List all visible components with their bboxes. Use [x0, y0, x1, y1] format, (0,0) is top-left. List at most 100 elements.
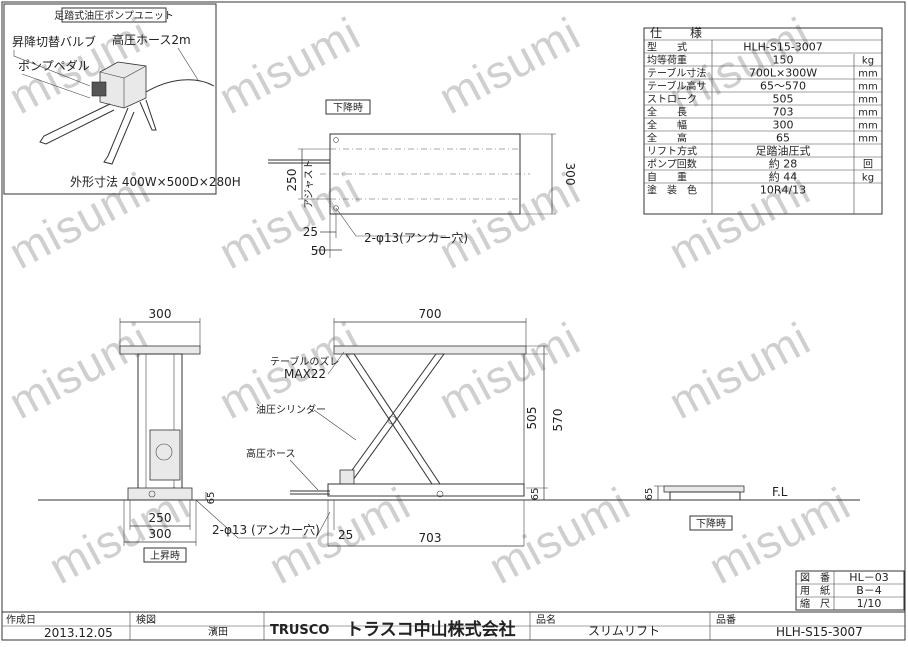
hose-stub — [268, 159, 330, 164]
pedal-leader — [21, 73, 91, 99]
pedal-label: ポンプペダル — [18, 58, 90, 73]
handle-left — [39, 103, 115, 145]
spec-row-value: HLH-S15-3007 — [743, 41, 823, 54]
title-block-value: 1/10 — [857, 597, 882, 610]
title-block-value: HL－03 — [849, 571, 888, 584]
spec-row-value: 65～570 — [760, 80, 806, 93]
side-dim-700: 700 — [419, 307, 442, 321]
spec-row-value: 703 — [773, 106, 794, 119]
spec-row-label: 型 式 — [647, 41, 687, 54]
top-dim-align: アジャスト — [304, 159, 315, 208]
hose-leader-side — [289, 459, 319, 491]
hose-label: 高圧ホース2m — [112, 32, 191, 47]
spec-row-unit: mm — [858, 69, 877, 80]
front-cylinder — [149, 429, 181, 481]
inset-title: 足踏式油圧ポンプユニット — [54, 9, 174, 22]
side-dim-65: 65 — [530, 488, 541, 501]
front-view: 300 65 250 300 上昇時 2-φ13 (アンカー穴) — [38, 307, 860, 563]
watermark: misumi — [660, 312, 818, 429]
front-dim-300b: 300 — [149, 527, 172, 541]
date-label: 作成日 — [6, 614, 36, 626]
front-dim-300: 300 — [149, 307, 172, 321]
top-view-label: 下降時 — [333, 101, 363, 114]
pump-box-edges — [99, 65, 147, 108]
handle-right — [139, 99, 157, 131]
spec-row-label: 塗 装 色 — [647, 184, 697, 197]
lowered-label-box — [689, 515, 733, 531]
product-name: スリムリフト — [588, 624, 660, 638]
side-view: 700 505 570 65 25 703 テーブルのズレ MAX22 油圧シリ… — [246, 307, 565, 547]
inset-dims: 外形寸法 400W×500D×280H — [70, 175, 241, 189]
lowered-dim-65: 65 — [644, 488, 655, 501]
spec-row-value: 300 — [773, 119, 794, 132]
side-table — [333, 345, 527, 355]
hose-leader — [177, 47, 199, 81]
valve-label: 昇降切替バルブ — [12, 34, 96, 49]
spec-frame — [643, 27, 883, 215]
pedal-block — [91, 81, 107, 97]
side-hose-stub — [290, 490, 330, 495]
brand-logo: TRUSCO — [270, 623, 329, 638]
side-dim-25: 25 — [338, 528, 353, 542]
spec-row-label: ストローク — [647, 94, 697, 106]
check-label: 検図 — [136, 613, 156, 626]
name-label: 品名 — [536, 613, 556, 626]
valve-leader — [13, 50, 91, 87]
spec-row-unit: mm — [858, 95, 877, 106]
handle-front — [103, 107, 135, 165]
title-block-value: B－4 — [856, 584, 882, 597]
spec-row-value: 約 44 — [769, 170, 798, 184]
spec-header-1: 仕 — [650, 26, 662, 40]
spec-row-unit: kg — [862, 56, 874, 67]
side-dim-505: 505 — [525, 407, 539, 430]
spec-row-label: リフト方式 — [647, 145, 697, 158]
scissor-arm-b — [341, 353, 445, 485]
checker-name: 濱田 — [208, 625, 228, 638]
spec-row-value: 505 — [773, 93, 794, 106]
pump-hose — [145, 79, 215, 93]
raised-label: 上昇時 — [150, 550, 180, 562]
front-hole-leader — [195, 499, 331, 539]
spec-row-unit: mm — [858, 121, 877, 132]
spec-header-2: 様 — [690, 26, 702, 40]
front-table — [119, 345, 201, 355]
spec-row-label: 自 重 — [647, 171, 687, 184]
spec-row-unit: mm — [858, 82, 877, 93]
top-dim-300: 300 — [563, 163, 577, 186]
shift-leader — [327, 351, 345, 375]
top-hole-label: 2-φ13(アンカー穴) — [364, 230, 468, 245]
floor-label: F.L — [772, 485, 788, 499]
spec-row-value: 65 — [776, 132, 790, 145]
side-cylinder-mount — [339, 469, 355, 485]
model-value: HLH-S15-3007 — [776, 625, 863, 639]
spec-row-unit: 回 — [863, 159, 873, 171]
raised-label-box — [143, 547, 187, 563]
spec-row-value: 足踏油圧式 — [756, 144, 811, 158]
cylinder-leader — [313, 409, 357, 441]
pump-box — [99, 61, 147, 109]
anchor-hole — [333, 205, 339, 211]
side-base — [327, 483, 525, 497]
lowered-label: 下降時 — [696, 517, 726, 530]
shift-label: テーブルのズレ — [270, 355, 339, 368]
spec-row-unit: kg — [862, 173, 874, 184]
spec-row-unit: mm — [858, 108, 877, 119]
scissor-pivot — [387, 415, 397, 425]
spec-row-label: テーブル高サ — [647, 80, 706, 93]
shift-max: MAX22 — [284, 367, 326, 381]
pump-unit-inset: 足踏式油圧ポンプユニット 昇降切替バルブ ポンプペダル 高圧ホース2m 外形寸法… — [3, 3, 241, 195]
spec-row-value: 10R4/13 — [760, 184, 806, 197]
front-hole-label: 2-φ13 (アンカー穴) — [212, 522, 320, 537]
spec-row-value: 150 — [773, 54, 794, 67]
date-value: 2013.12.05 — [44, 626, 113, 640]
inset-title-box — [61, 7, 167, 23]
top-view-label-box — [325, 99, 371, 115]
spec-row-label: ポンプ回数 — [647, 158, 697, 171]
spec-row-label: 全 長 — [647, 106, 687, 119]
